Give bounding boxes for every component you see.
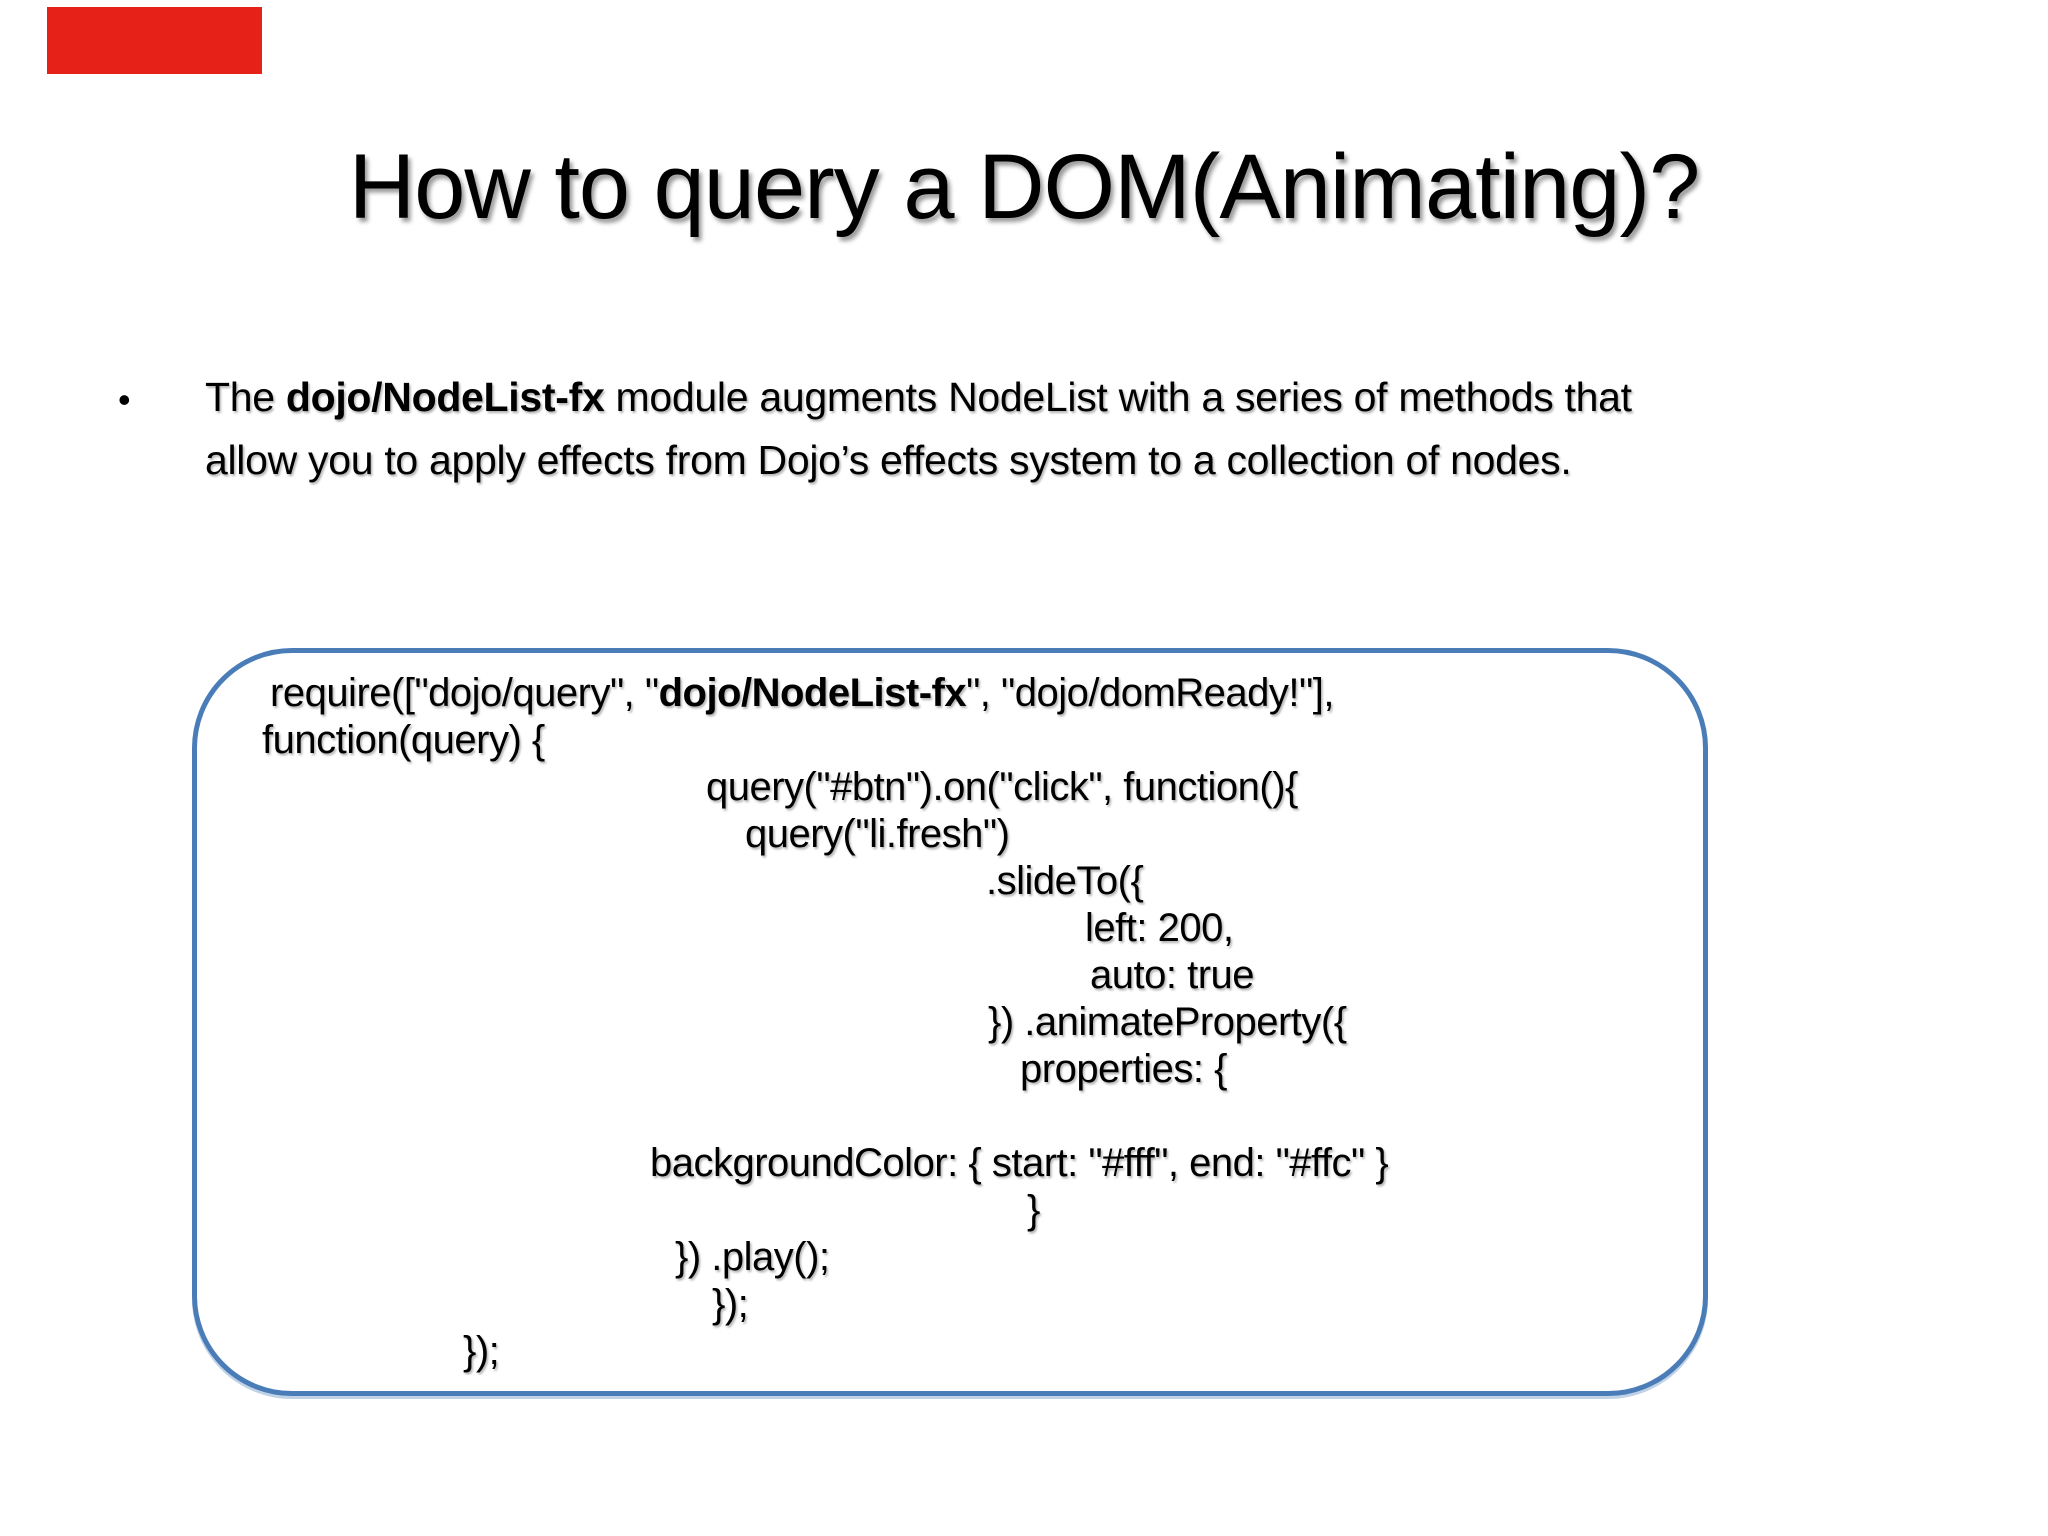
code-line: query("#btn").on("click", function(){ <box>706 765 1298 809</box>
bullet-item: • The dojo/NodeList-fx module augments N… <box>118 366 1918 492</box>
bullet-marker: • <box>118 379 131 420</box>
code-line: function(query) { <box>262 718 545 762</box>
code-line: auto: true <box>1090 953 1255 997</box>
code-line: }) .play(); <box>675 1235 830 1279</box>
code-line: }); <box>463 1329 500 1373</box>
code-line: require(["dojo/query", "dojo/NodeList-fx… <box>197 670 1703 717</box>
code-block: require(["dojo/query", "dojo/NodeList-fx… <box>197 670 1703 1375</box>
code-line: }); <box>712 1282 749 1326</box>
code-line: query("li.fresh") <box>745 812 1010 856</box>
text-segment: The <box>205 374 286 420</box>
bullet-text: The dojo/NodeList-fx module augments Nod… <box>205 366 1918 492</box>
bullet-line-2: allow you to apply effects from Dojo’s e… <box>205 437 1572 483</box>
code-line: .slideTo({ <box>986 859 1144 903</box>
bullet-line-1: The dojo/NodeList-fx module augments Nod… <box>205 366 1918 429</box>
code-line <box>197 1093 1703 1140</box>
bold-text: dojo/NodeList-fx <box>285 374 605 420</box>
code-line: left: 200, <box>1085 906 1234 950</box>
red-annotation-box <box>47 7 262 74</box>
code-box: require(["dojo/query", "dojo/NodeList-fx… <box>192 648 1708 1396</box>
code-line: }) .animateProperty({ <box>988 1000 1347 1044</box>
text-segment: ", "dojo/domReady!"], <box>966 671 1334 715</box>
bold-text: dojo/NodeList-fx <box>658 671 967 715</box>
code-line: properties: { <box>1020 1047 1227 1091</box>
text-segment: module augments NodeList with a series o… <box>604 374 1633 420</box>
code-line: } <box>1027 1188 1040 1232</box>
text-segment: require(["dojo/query", " <box>270 671 659 715</box>
page-title: How to query a DOM(Animating)? <box>348 136 1701 238</box>
code-line: backgroundColor: { start: "#fff", end: "… <box>650 1141 1389 1185</box>
